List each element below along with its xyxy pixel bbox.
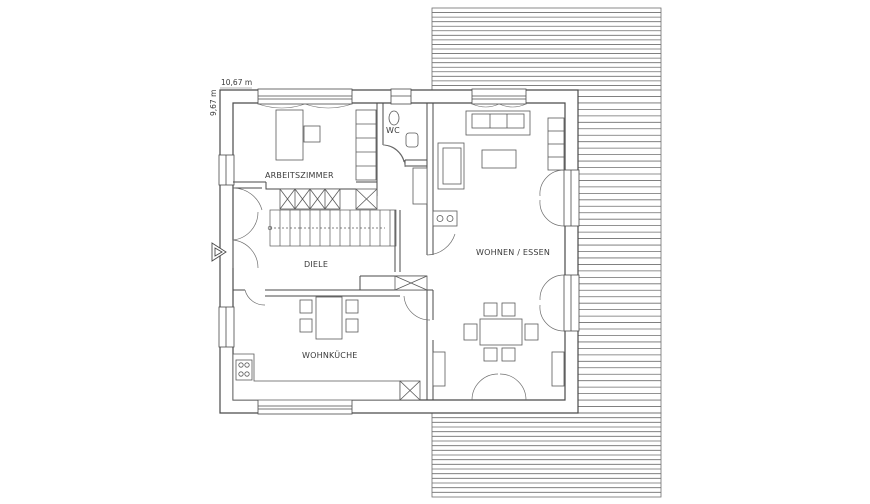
window-wohnen-top (471, 88, 527, 105)
deck-slats-bottom (432, 417, 661, 493)
window-right-top (563, 169, 580, 227)
dimensions: 10,67 m 9,67 m (209, 78, 252, 116)
doors (232, 144, 565, 401)
wohnen-furniture (412, 110, 565, 387)
room-labels: ARBEITSZIMMER WC DIELE WOHNKÜCHE WOHNEN … (265, 126, 550, 360)
stair-arrow-start (267, 225, 273, 231)
room-label-diele: DIELE (304, 260, 328, 269)
wc-sink (388, 110, 400, 126)
interior-walls (233, 103, 434, 400)
window-arbeitszimmer (257, 88, 353, 105)
desk-chair (303, 125, 321, 143)
wc-fixtures (383, 110, 419, 163)
room-label-wc: WC (386, 126, 400, 135)
window-wohnkueche-bottom (257, 398, 353, 415)
staircase (267, 209, 397, 247)
terrace-deck (431, 7, 662, 498)
depth-dimension-label: 9,67 m (209, 90, 218, 116)
window-left-top (218, 154, 235, 186)
window-left-bottom (218, 306, 235, 348)
window-right-bottom (563, 274, 580, 332)
room-label-wohnen-essen: WOHNEN / ESSEN (476, 248, 550, 257)
dining-table (479, 318, 523, 346)
wohnkueche-furniture (232, 296, 421, 401)
deck-slats-top (432, 12, 661, 86)
shelf-arbeitszimmer (355, 109, 377, 181)
room-label-wohnkueche: WOHNKÜCHE (302, 350, 358, 360)
exterior-walls (219, 89, 579, 414)
wc-toilet (405, 132, 419, 148)
coffee-table (481, 149, 517, 169)
desk (275, 109, 304, 161)
deck-slats-right (578, 96, 661, 407)
width-dimension-label: 10,67 m (221, 78, 252, 87)
kitchen-table (315, 296, 343, 340)
fireplace (432, 210, 458, 227)
arbeitszimmer-furniture (275, 109, 378, 210)
diele-cabinet (394, 275, 428, 291)
cooktop (235, 359, 253, 381)
window-wc (390, 88, 412, 105)
room-label-arbeitszimmer: ARBEITSZIMMER (265, 171, 334, 180)
entry-arrow (211, 242, 227, 262)
